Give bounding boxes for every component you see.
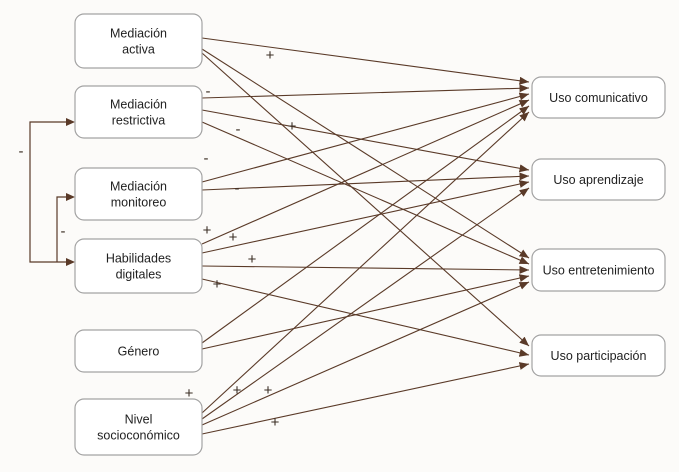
path-sign-label: - xyxy=(236,121,241,138)
edge-nivel-entretenimiento-positive xyxy=(201,281,530,426)
arrowhead-icon xyxy=(66,193,75,201)
node-label-activa: activa xyxy=(122,43,155,57)
node-activa: Mediación activa xyxy=(74,13,203,69)
edge-nivel-comunicativo-positive xyxy=(201,111,530,414)
arrowhead-icon xyxy=(66,118,75,126)
correlation-monitoreo-habilidades xyxy=(56,196,66,262)
path-sign-label: - xyxy=(204,150,209,167)
node-label-genero: Género xyxy=(118,345,160,359)
edge-nivel-participacion-positive xyxy=(201,362,530,435)
edge-habilidades-participacion-positive xyxy=(201,278,530,357)
node-aprendizaje: Uso aprendizaje xyxy=(531,158,666,201)
path-sign-label: + xyxy=(213,276,222,293)
correlation-restrictiva-habilidades xyxy=(29,121,66,263)
node-label-comunicativo: Uso comunicativo xyxy=(549,91,648,105)
edge-monitoreo-comunicativo-negative xyxy=(201,92,530,183)
edge-restrictiva-entretenimiento-negative xyxy=(201,121,530,265)
node-label-nivel: Nivel xyxy=(125,413,153,427)
node-habilidades: Habilidades digitales xyxy=(74,238,203,294)
node-nivel: Nivel socioconómico xyxy=(74,398,203,456)
node-genero: Género xyxy=(74,329,203,373)
node-box-activa xyxy=(74,13,203,69)
path-sign-label: + xyxy=(229,229,238,246)
node-label-entretenimiento: Uso entretenimiento xyxy=(543,264,655,278)
node-restrictiva: Mediación restrictiva xyxy=(74,85,203,139)
node-label-habilidades: Habilidades xyxy=(106,252,171,266)
path-sign-label: + xyxy=(203,222,212,239)
node-box-nivel xyxy=(74,398,203,456)
node-label-aprendizaje: Uso aprendizaje xyxy=(553,173,643,187)
node-box-aprendizaje xyxy=(531,158,666,201)
node-label-activa: Mediación xyxy=(110,27,167,41)
edge-restrictiva-aprendizaje xyxy=(201,109,530,173)
node-box-habilidades xyxy=(74,238,203,294)
arrowhead-icon xyxy=(66,258,75,266)
node-participacion: Uso participación xyxy=(531,334,666,377)
path-sign-label: + xyxy=(271,414,280,431)
edge-habilidades-aprendizaje-positive xyxy=(201,180,530,254)
node-label-restrictiva: Mediación xyxy=(110,98,167,112)
node-entretenimiento: Uso entretenimiento xyxy=(531,248,666,292)
path-sign-label: + xyxy=(233,382,242,399)
path-sign-label: + xyxy=(266,47,275,64)
edge-habilidades-comunicativo-positive xyxy=(201,99,530,245)
edge-monitoreo-aprendizaje-negative xyxy=(201,172,530,191)
node-label-nivel: socioconómico xyxy=(97,429,180,443)
path-sign-label: + xyxy=(248,251,257,268)
path-sign-label: - xyxy=(206,83,211,100)
node-label-monitoreo: monitoreo xyxy=(111,196,167,210)
edge-activa-participacion-positive xyxy=(201,52,530,347)
edge-restrictiva-comunicativo-negative xyxy=(201,84,530,99)
node-box-monitoreo xyxy=(74,167,203,221)
correlation-sign-label: - xyxy=(19,143,24,160)
node-label-monitoreo: Mediación xyxy=(110,180,167,194)
correlation-sign-label: - xyxy=(61,223,66,240)
node-box-comunicativo xyxy=(531,76,666,119)
node-box-entretenimiento xyxy=(531,248,666,292)
edge-genero-entretenimiento xyxy=(201,274,530,350)
edge-activa-comunicativo-positive xyxy=(201,37,530,85)
node-box-genero xyxy=(74,329,203,373)
edge-genero-comunicativo xyxy=(201,105,530,344)
node-label-restrictiva: restrictiva xyxy=(112,114,166,128)
edge-nivel-aprendizaje-positive xyxy=(201,187,530,420)
path-sign-label: + xyxy=(264,382,273,399)
node-box-participacion xyxy=(531,334,666,377)
node-box-restrictiva xyxy=(74,85,203,139)
path-sign-label: + xyxy=(288,118,297,135)
node-monitoreo: Mediación monitoreo xyxy=(74,167,203,221)
edge-activa-entretenimiento xyxy=(201,48,530,259)
node-label-participacion: Uso participación xyxy=(551,349,647,363)
path-sign-label: + xyxy=(185,385,194,402)
edge-habilidades-entretenimiento-positive xyxy=(201,265,530,274)
path-sign-label: - xyxy=(235,180,240,197)
node-comunicativo: Uso comunicativo xyxy=(531,76,666,119)
node-label-habilidades: digitales xyxy=(116,268,162,282)
